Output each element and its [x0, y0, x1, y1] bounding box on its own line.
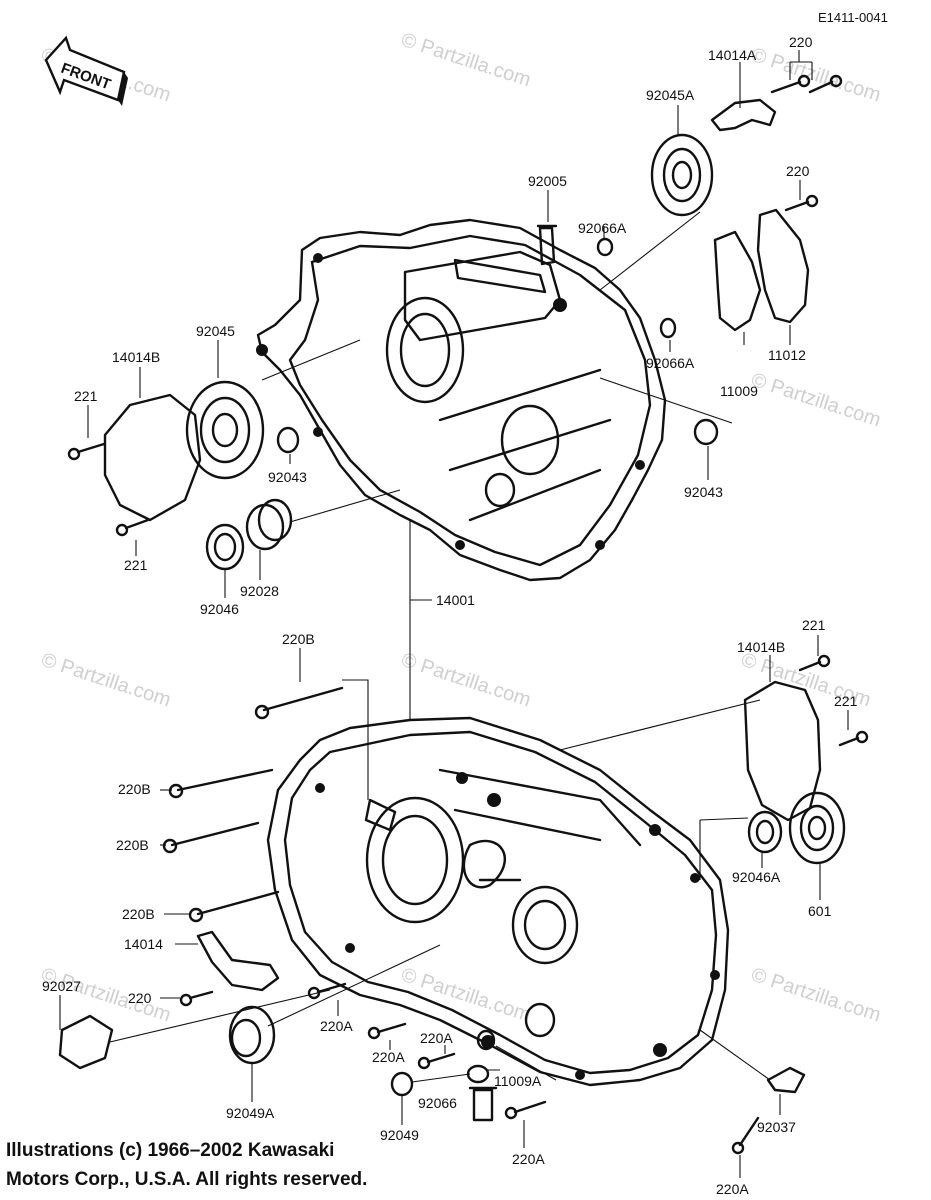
leader-lines [59, 50, 849, 1178]
watermark: © Partzilla.com [38, 649, 173, 712]
part-label: 220A [512, 1151, 545, 1167]
part-label: 92027 [42, 978, 81, 994]
part-label: 92037 [757, 1119, 796, 1135]
watermark: © Partzilla.com [398, 649, 533, 712]
lower-crankcase-half [266, 716, 730, 1087]
washer-92066 [466, 1064, 490, 1084]
dowel-92005 [536, 224, 558, 266]
watermark: © Partzilla.com [398, 29, 533, 92]
plate-14014A [710, 98, 777, 132]
part-label: 92046 [200, 601, 239, 617]
bearing-601 [788, 791, 846, 865]
gasket-11009A [476, 1029, 496, 1051]
part-label: 92066 [418, 1095, 457, 1111]
bolt-220A-5 [731, 1116, 760, 1155]
diagram-code: E1411-0041 [818, 10, 888, 25]
part-label: 220A [372, 1049, 405, 1065]
dowel-92043-left [276, 426, 300, 454]
bolt-220-left [179, 990, 214, 1007]
oring-92066A-2 [659, 317, 677, 339]
bearing-92045A [650, 133, 714, 217]
bolt-221-left-1 [67, 442, 106, 461]
part-label: 221 [834, 693, 858, 709]
watermark: © Partzilla.com [748, 964, 883, 1027]
dowel-92043-right [693, 418, 719, 446]
plate-14014 [196, 930, 280, 992]
part-label: 92043 [684, 484, 723, 500]
part-label: 220B [116, 837, 149, 853]
front-arrow-icon: FRONT [44, 35, 128, 106]
drain-plug-icon [468, 1086, 498, 1122]
bolt-221-left-2 [115, 518, 150, 537]
watermark: © Partzilla.com [38, 964, 173, 1027]
cover-11012 [756, 208, 810, 324]
cover-14014B-right [743, 680, 822, 822]
part-label: 220 [786, 163, 810, 179]
oring-92066A-1 [596, 237, 614, 257]
oil-seal-92049A [228, 1005, 276, 1065]
part-label: 220B [118, 781, 151, 797]
watermark: © Partzilla.com [748, 369, 883, 432]
bolt-220A-2 [367, 1022, 407, 1040]
part-label: 220A [320, 1018, 353, 1034]
part-label: 14014B [112, 349, 160, 365]
bolt-221-right-1 [798, 654, 831, 672]
bolt-220-top-1 [770, 74, 811, 94]
part-label: 92066A [646, 355, 695, 371]
part-label: 11012 [768, 347, 806, 363]
part-label: 92066A [578, 220, 627, 236]
bolt-220-top-2 [808, 74, 843, 94]
bolt-220B-3 [188, 890, 280, 923]
part-label: 220B [122, 906, 155, 922]
part-label: 220B [282, 631, 315, 647]
part-label: 220 [789, 34, 813, 50]
part-label: 220 [128, 990, 152, 1006]
part-label: 601 [808, 903, 832, 919]
part-label: 14001 [436, 592, 475, 608]
copyright-line-1: Illustrations (c) 1966–2002 Kawasaki [6, 1140, 335, 1161]
oil-seal-92049 [390, 1071, 414, 1097]
watermark: © Partzilla.com [748, 44, 883, 107]
part-label: 92045A [646, 87, 695, 103]
copyright-line-2: Motors Corp., U.S.A. All rights reserved… [6, 1169, 368, 1190]
part-label: 92049A [226, 1105, 275, 1121]
bolt-220B-1 [168, 768, 274, 799]
part-label: 92049 [380, 1127, 419, 1143]
copyright-notice: Illustrations (c) 1966–2002 Kawasaki Mot… [6, 1136, 367, 1194]
gasket-11009 [713, 230, 762, 332]
part-label: 221 [802, 617, 826, 633]
part-label: 92005 [528, 173, 567, 189]
part-label: 11009A [494, 1073, 542, 1089]
part-label: 221 [124, 557, 148, 573]
part-label: 220A [420, 1030, 453, 1046]
cover-14014B-left [103, 393, 202, 522]
bolt-220B-2 [162, 821, 260, 854]
part-label: 221 [74, 388, 98, 404]
part-label: 14014A [708, 47, 757, 63]
block-92027 [58, 1014, 114, 1070]
bearing-92045 [185, 380, 265, 480]
part-labels: 220 14014A 92045A 92005 220 92066A 11012… [42, 34, 858, 1197]
part-label: 14014 [124, 936, 163, 952]
bolt-221-right-2 [838, 730, 869, 747]
part-label: 220A [716, 1181, 749, 1197]
bushing-92028 [245, 498, 293, 551]
part-label: 92028 [240, 583, 279, 599]
part-label: 92043 [268, 469, 307, 485]
needle-bearing-92046 [205, 523, 245, 571]
bolt-220A-4 [504, 1100, 547, 1120]
clamp-92037 [766, 1066, 806, 1094]
bolt-220B-top [254, 686, 344, 720]
part-label: 14014B [737, 639, 785, 655]
part-label: 92045 [196, 323, 235, 339]
bolt-220A-3 [417, 1052, 456, 1070]
bolt-220-cover [784, 194, 819, 212]
upper-crankcase-half [256, 218, 667, 582]
part-label: 92046A [732, 869, 781, 885]
needle-bearing-92046A [747, 810, 783, 854]
part-label: 11009 [720, 383, 758, 399]
